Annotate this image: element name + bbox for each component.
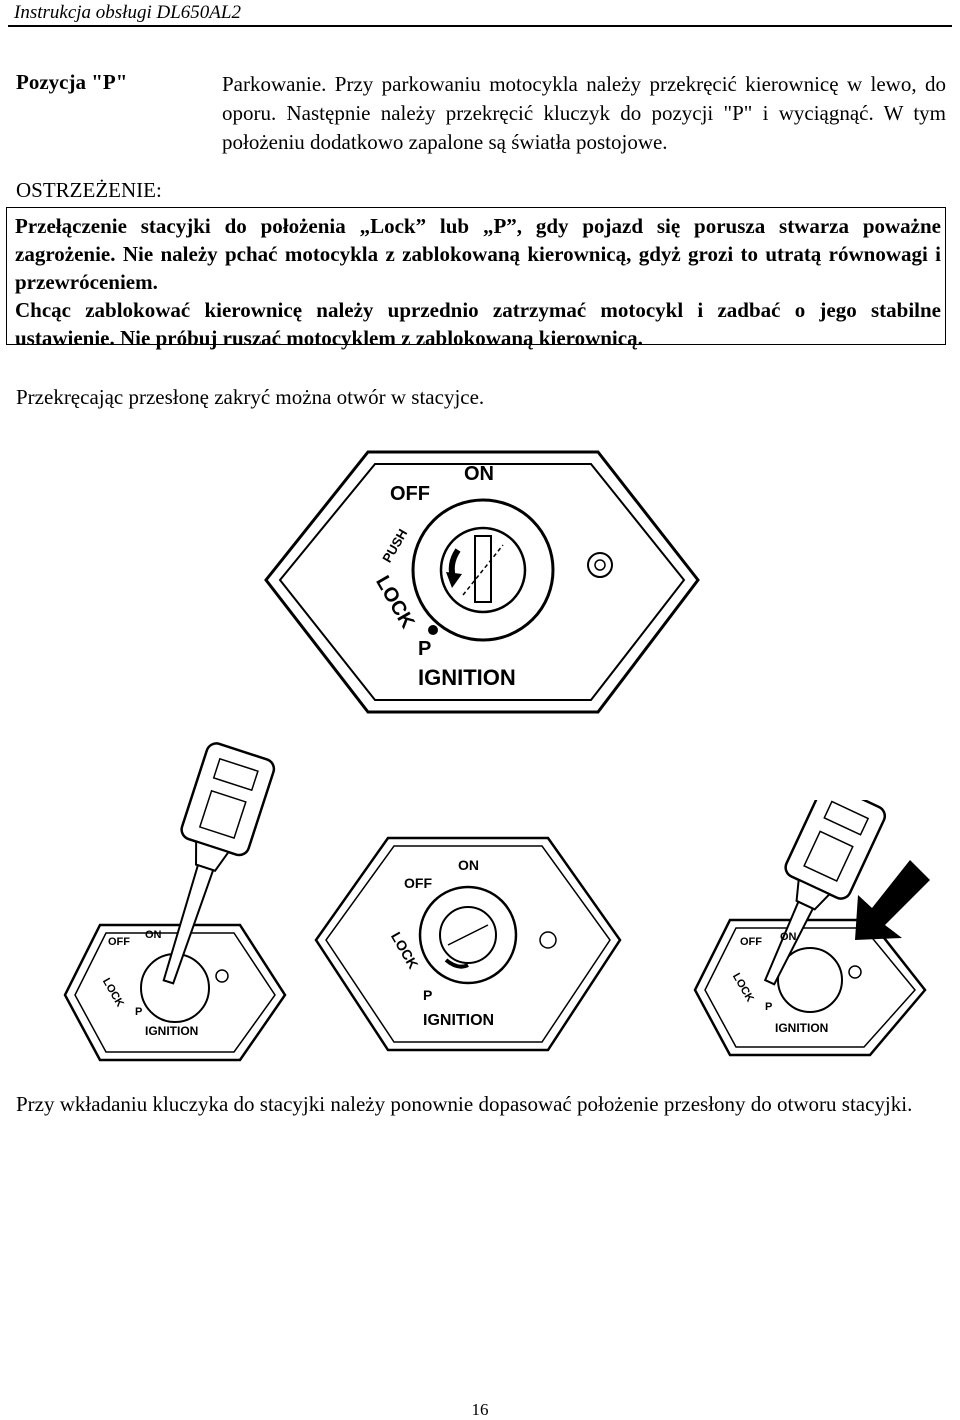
cover-instruction: Przekręcając przesłonę zakryć można otwó…: [16, 385, 485, 409]
small-label-p-left: P: [135, 1006, 142, 1018]
label-on: ON: [464, 463, 494, 485]
mid-label-p: P: [423, 987, 432, 1003]
label-off: OFF: [390, 483, 430, 505]
warning-title: OSTRZEŻENIE:: [16, 178, 162, 202]
page-number: 16: [471, 1400, 489, 1419]
small-label-on-right: ON: [780, 931, 797, 943]
warning-paragraph-2: Chcąc zablokować kierownicę należy uprze…: [15, 298, 941, 350]
small-label-off-right: OFF: [740, 936, 762, 948]
small-label-ignition-right: IGNITION: [775, 1021, 828, 1035]
position-p-text: Parkowanie. Przy parkowaniu motocykla na…: [222, 72, 946, 154]
mid-label-on: ON: [458, 857, 479, 873]
position-p-label: Pozycja "P": [16, 70, 128, 94]
small-label-p-right: P: [765, 1001, 772, 1013]
header-rule: [8, 25, 952, 27]
small-label-on-left: ON: [145, 929, 162, 941]
label-p: P: [418, 638, 431, 660]
ignition-switch-illustration: ON OFF PUSH LOCK P IGNITION: [264, 450, 700, 714]
warning-paragraph-1: Przełączenie stacyjki do położenia „Lock…: [15, 214, 941, 294]
warning-box: Przełączenie stacyjki do położenia „Lock…: [6, 207, 946, 350]
mid-label-off: OFF: [404, 875, 432, 891]
key-insert-illustration: ON OFF LOCK P IGNITION: [63, 742, 287, 1062]
document-header: Instrukcja obsługi DL650AL2: [14, 2, 241, 23]
small-label-off-left: OFF: [108, 936, 130, 948]
small-label-ignition-left: IGNITION: [145, 1024, 198, 1038]
mid-label-ignition: IGNITION: [423, 1012, 494, 1029]
key-insert-instruction: Przy wkładaniu kluczyka do stacyjki nale…: [16, 1092, 913, 1116]
shutter-closed-illustration: ON OFF LOCK P IGNITION: [314, 836, 622, 1052]
label-ignition: IGNITION: [418, 665, 516, 690]
key-push-illustration: ON OFF LOCK P IGNITION: [693, 800, 930, 1057]
